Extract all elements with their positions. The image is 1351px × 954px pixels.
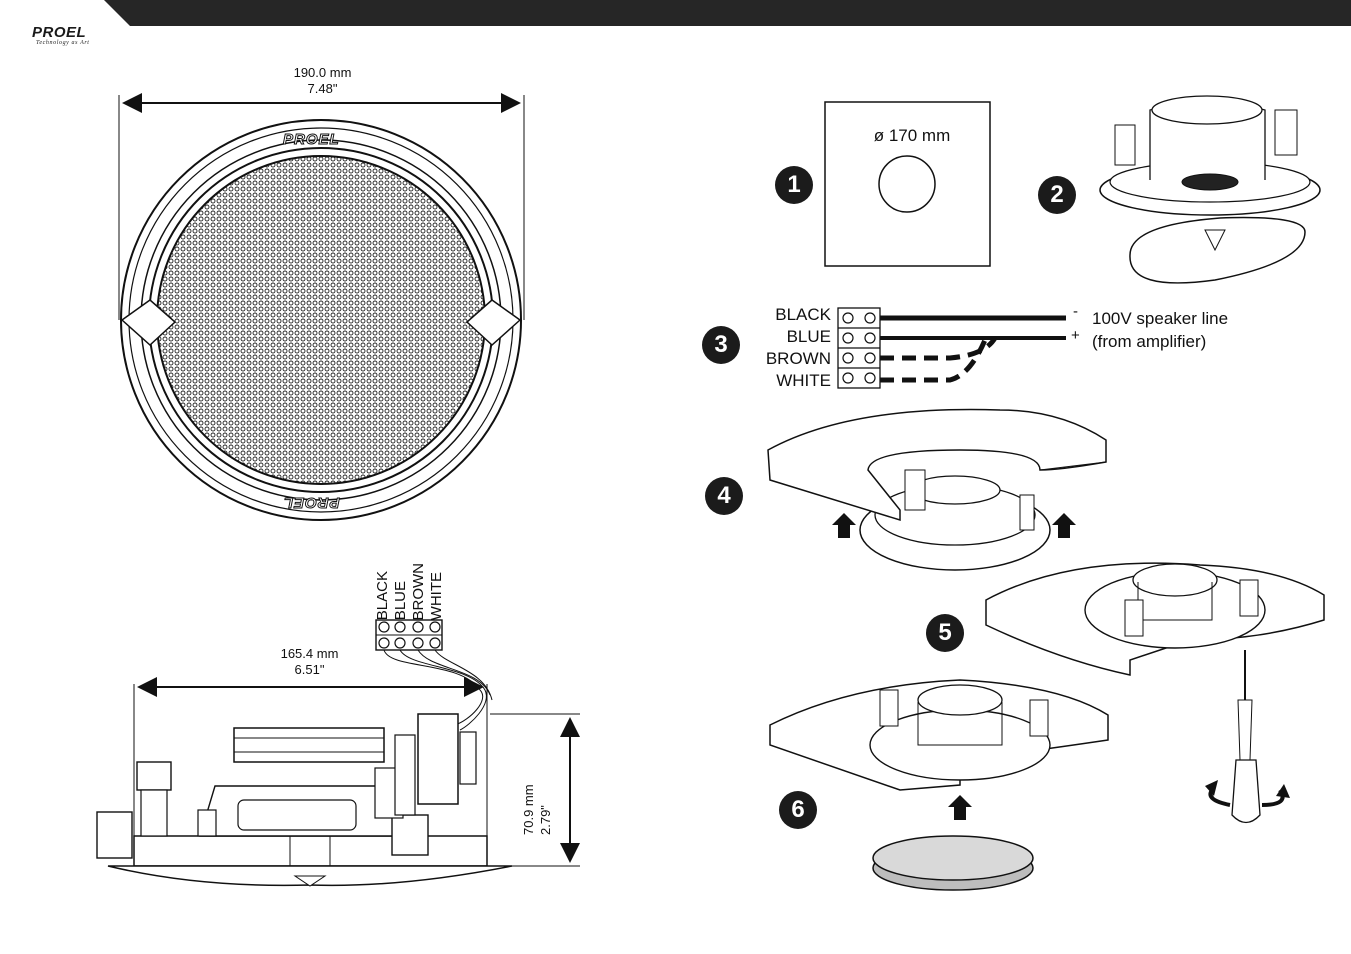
wiring-plus-sign: + xyxy=(1071,327,1080,344)
speaker-line-subtitle: (from amplifier) xyxy=(1092,332,1207,351)
wiring-terminal-labels: BLACK BLUE BROWN WHITE xyxy=(731,304,831,392)
front-width-mm: 190.0 mm xyxy=(293,65,352,80)
speaker-line-label: 100V speaker line (from amplifier) xyxy=(1092,307,1228,353)
speaker-line-title: 100V speaker line xyxy=(1092,309,1229,328)
wiring-label-white: WHITE xyxy=(776,371,831,390)
wiring-label-blue: BLUE xyxy=(786,327,831,346)
cutout-diameter-label: ø 170 mm xyxy=(873,126,951,145)
brand-tagline: Technology as Art xyxy=(36,40,90,46)
wiring-label-brown: BROWN xyxy=(765,349,831,368)
side-width-mm: 165.4 mm xyxy=(280,646,339,661)
side-width-label: 165.4 mm 6.51" xyxy=(262,646,357,678)
step-6-badge: 6 xyxy=(779,791,817,829)
wiring-label-black: BLACK xyxy=(775,305,831,324)
step-3-badge: 3 xyxy=(702,326,740,364)
step-5-badge: 5 xyxy=(926,614,964,652)
step-4-badge: 4 xyxy=(705,477,743,515)
wiring-minus-sign: - xyxy=(1073,303,1078,320)
step-1-badge: 1 xyxy=(775,166,813,204)
side-width-in: 6.51" xyxy=(294,662,325,677)
step-2-badge: 2 xyxy=(1038,176,1076,214)
front-width-label: 190.0 mm 7.48" xyxy=(275,65,370,97)
grille-logo-top: PROEL xyxy=(283,131,340,149)
brand-logo: PROEL xyxy=(32,24,87,41)
front-width-in: 7.48" xyxy=(307,81,338,96)
header-bar xyxy=(104,0,1351,26)
